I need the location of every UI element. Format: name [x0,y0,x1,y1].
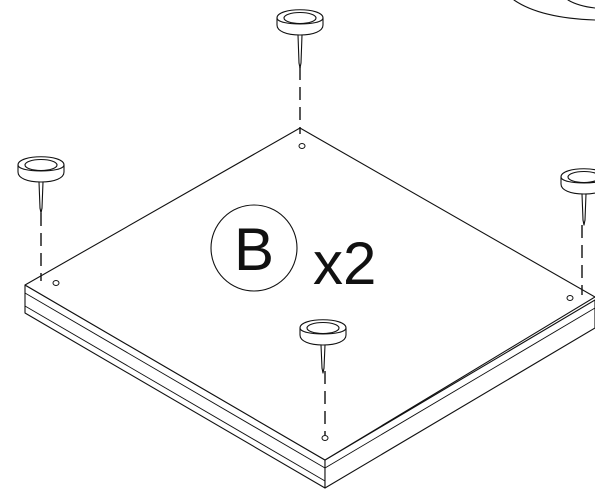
nail-glide-icon [276,9,324,69]
part-quantity: x2 [313,230,376,297]
panel-top-face [24,127,595,461]
nail-glide-icon [299,319,347,374]
hole-left [52,280,60,286]
nail-glide-icon [17,156,65,214]
panel-right-face [324,299,595,489]
panel-board [24,127,595,489]
part-letter: B [234,216,274,283]
hole-front [321,435,329,441]
part-letter-circle [210,204,298,292]
adjacent-part-edge [513,0,595,21]
hole-top [298,143,306,149]
hole-right [566,295,574,301]
part-callout: B x2 [210,204,376,297]
nail-glide-icon [560,168,595,226]
